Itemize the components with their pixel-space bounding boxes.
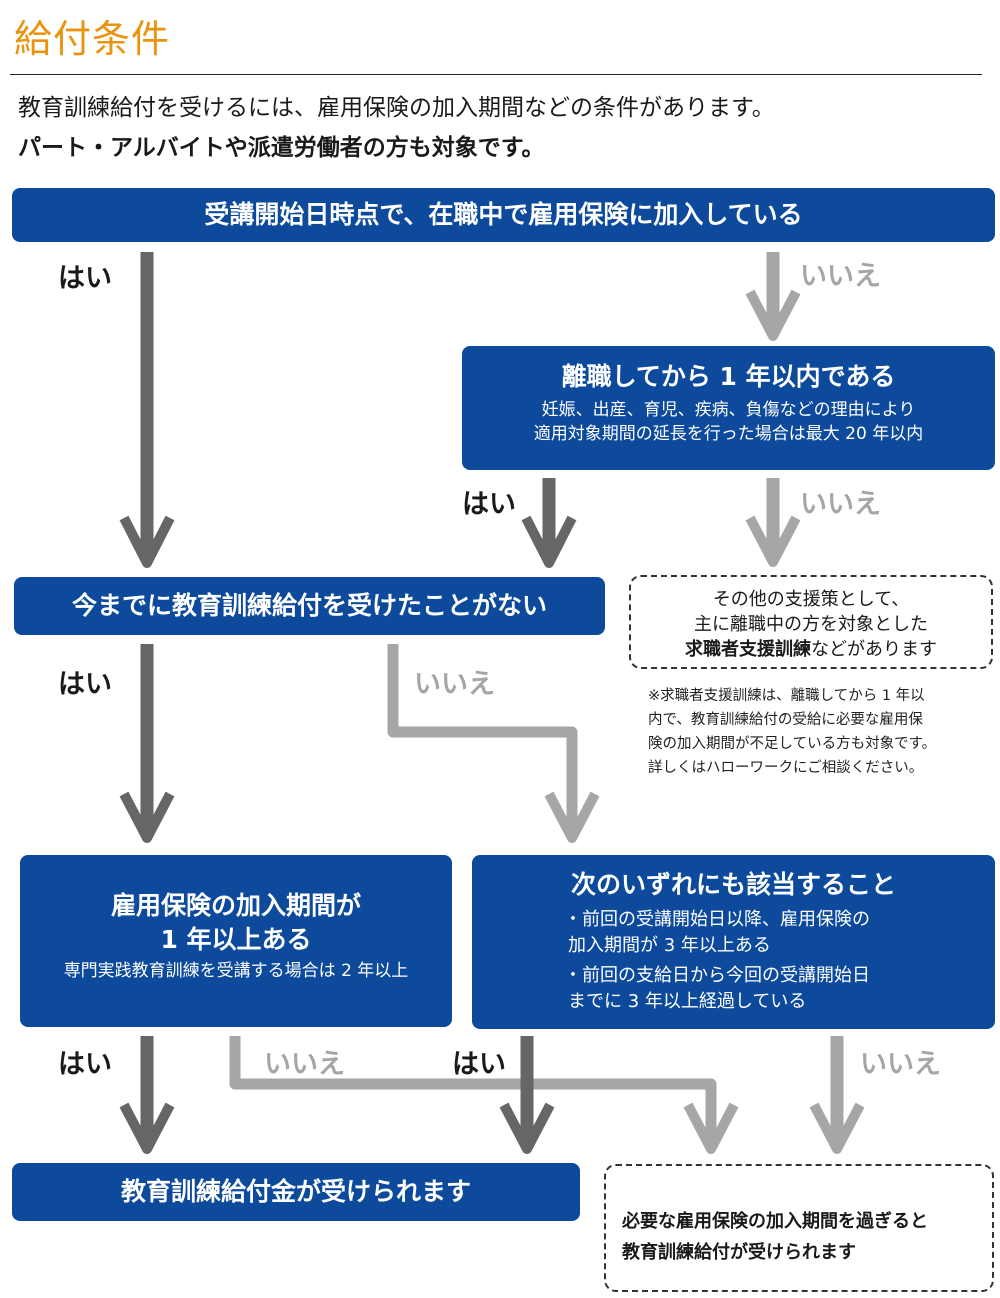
support-text: 主に離職中の方を対象とした bbox=[694, 614, 928, 635]
yes-label: はい bbox=[452, 1049, 506, 1080]
condition-item: ・前回の支給日から今回の受講開始日 bbox=[564, 965, 870, 986]
question-text: 離職してから 1 年以内である bbox=[561, 362, 896, 391]
arrow-q4-no bbox=[229, 1036, 717, 1145]
yes-label: はい bbox=[58, 1049, 112, 1080]
question-text: 雇用保険の加入期間が bbox=[110, 891, 361, 920]
intro-text-bold: パート・アルバイトや派遣労働者の方も対象です。 bbox=[18, 135, 545, 161]
result-text: 教育訓練給付金が受けられます bbox=[120, 1177, 471, 1206]
no-label: いいえ bbox=[800, 261, 881, 292]
question-text: 1 年以上ある bbox=[160, 925, 312, 954]
other-support-box: その他の支援策として、 主に離職中の方を対象とした 求職者支援訓練などがあります bbox=[629, 575, 993, 669]
arrowhead-q2-no bbox=[745, 515, 801, 567]
note-line: 内で、教育訓練給付の受給に必要な雇用保 bbox=[648, 712, 923, 728]
page-title: 給付条件 bbox=[14, 17, 171, 61]
note-line: 詳しくはハローワークにご相談ください。 bbox=[648, 760, 924, 776]
question-all-conditions: 次のいずれにも該当すること ・前回の受講開始日以降、雇用保険の 加入期間が 3 … bbox=[472, 855, 995, 1029]
condition-item: 加入期間が 3 年以上ある bbox=[568, 935, 771, 956]
question-never-received: 今までに教育訓練給付を受けたことがない bbox=[14, 577, 605, 635]
question-subtext: 妊娠、出産、育児、疾病、負傷などの理由により bbox=[541, 400, 916, 420]
question-insured-one-year: 雇用保険の加入期間が 1 年以上ある 専門実践教育訓練を受講する場合は 2 年以… bbox=[20, 855, 452, 1027]
yes-label: はい bbox=[462, 489, 516, 520]
title-rule bbox=[10, 74, 982, 75]
arrowhead-q3-yes bbox=[119, 791, 175, 843]
wait-text: 必要な雇用保険の加入期間を過ぎると bbox=[622, 1211, 928, 1232]
intro-text: 教育訓練給付を受けるには、雇用保険の加入期間などの条件があります。 bbox=[18, 95, 775, 121]
note-line: 険の加入期間が不足している方も対象です。 bbox=[648, 736, 937, 752]
no-label: いいえ bbox=[800, 489, 881, 520]
arrowhead-q4-yes bbox=[119, 1102, 175, 1154]
note-line: ※求職者支援訓練は、離職してから 1 年以 bbox=[648, 688, 925, 704]
result-eligible: 教育訓練給付金が受けられます bbox=[12, 1163, 580, 1221]
arrowhead-q5-no bbox=[809, 1102, 865, 1154]
question-within-one-year: 離職してから 1 年以内である 妊娠、出産、育児、疾病、負傷などの理由により 適… bbox=[462, 346, 995, 470]
wait-text: 教育訓練給付が受けられます bbox=[622, 1242, 856, 1263]
arrow-q3-no bbox=[387, 644, 578, 835]
question-text: 次のいずれにも該当すること bbox=[570, 870, 896, 899]
support-text: などがあります bbox=[811, 639, 937, 660]
arrowhead-q4-no bbox=[683, 1102, 739, 1154]
no-label: いいえ bbox=[860, 1049, 941, 1080]
condition-item: ・前回の受講開始日以降、雇用保険の bbox=[564, 909, 870, 930]
question-text: 今までに教育訓練給付を受けたことがない bbox=[71, 591, 547, 620]
arrowhead-q2-yes bbox=[521, 515, 577, 568]
support-text-line3: 求職者支援訓練などがあります bbox=[631, 637, 991, 662]
no-label: いいえ bbox=[414, 669, 495, 700]
arrowhead-q1-yes bbox=[119, 515, 175, 568]
no-label: いいえ bbox=[264, 1049, 345, 1080]
arrowhead-q1-no bbox=[745, 289, 801, 341]
support-text: その他の支援策として、 bbox=[712, 589, 910, 610]
condition-item: までに 3 年以上経過している bbox=[568, 991, 807, 1012]
question-employed-insured: 受講開始日時点で、在職中で雇用保険に加入している bbox=[12, 188, 995, 242]
question-subtext: 適用対象期間の延長を行った場合は最大 20 年以内 bbox=[533, 424, 924, 444]
support-note: ※求職者支援訓練は、離職してから 1 年以 内で、教育訓練給付の受給に必要な雇用… bbox=[648, 684, 988, 780]
support-program-name: 求職者支援訓練 bbox=[685, 639, 811, 660]
yes-label: はい bbox=[58, 263, 112, 294]
arrowhead-q5-yes bbox=[499, 1102, 555, 1154]
question-subtext: 専門実践教育訓練を受講する場合は 2 年以上 bbox=[63, 961, 409, 981]
arrowhead-q3-no bbox=[544, 791, 600, 843]
wait-box: 必要な雇用保険の加入期間を過ぎると 教育訓練給付が受けられます bbox=[604, 1164, 994, 1292]
question-text: 受講開始日時点で、在職中で雇用保険に加入している bbox=[204, 200, 803, 229]
yes-label: はい bbox=[58, 669, 112, 700]
